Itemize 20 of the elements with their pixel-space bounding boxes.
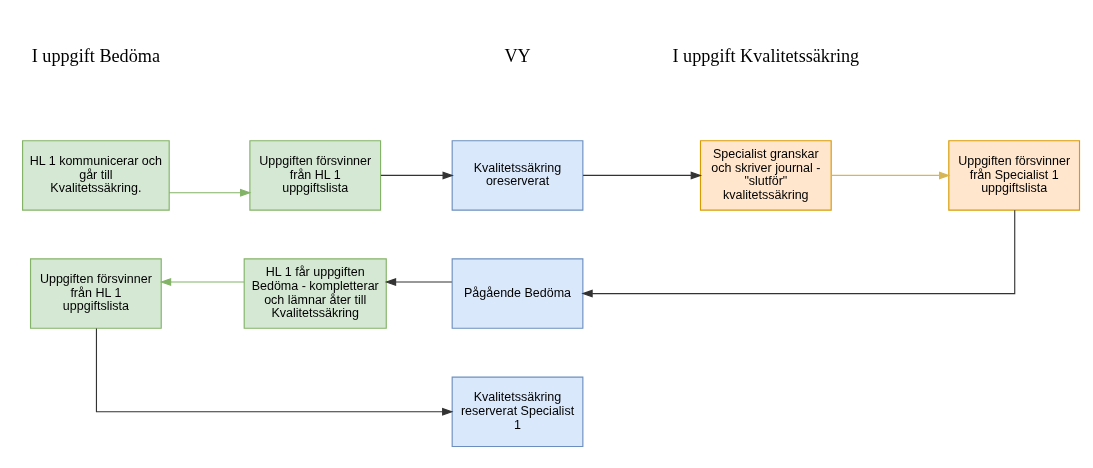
- node-box: Uppgiften försvinner från HL 1 uppgiftslista: [249, 139, 382, 211]
- node-box: Specialist granskar och skriver journal - "slutför" kvalitetssäkring: [699, 139, 832, 211]
- arrow: [95, 327, 454, 416]
- label: I uppgift Kvalitetssäkring: [672, 45, 860, 66]
- arrow: [581, 209, 1016, 298]
- node-box: Kvalitetssäkring reserverat Specialist 1: [451, 376, 584, 447]
- node-box: Uppgiften försvinner från Specialist 1 uppgiftslista: [948, 139, 1081, 211]
- node-box: Pågående Bedöma: [451, 257, 584, 329]
- arrow: [380, 170, 454, 179]
- node-box: Kvalitetssäkring oreserverat: [451, 139, 584, 211]
- arrow: [168, 188, 252, 197]
- arrow: [159, 277, 245, 286]
- arrow: [830, 170, 951, 179]
- node-box: Uppgiften försvinner från HL 1 uppgiftslista: [29, 257, 162, 329]
- label: VY: [504, 45, 531, 66]
- label: I uppgift Bedöma: [31, 45, 160, 66]
- node-box: HL 1 får uppgiften Bedöma - kompletterar och lämnar åter till Kvalitetssäkring: [243, 257, 387, 329]
- arrow: [582, 170, 703, 179]
- arrow: [384, 277, 453, 286]
- node-box: HL 1 kommunicerar och går till Kvalitetssäkring.: [22, 139, 170, 211]
